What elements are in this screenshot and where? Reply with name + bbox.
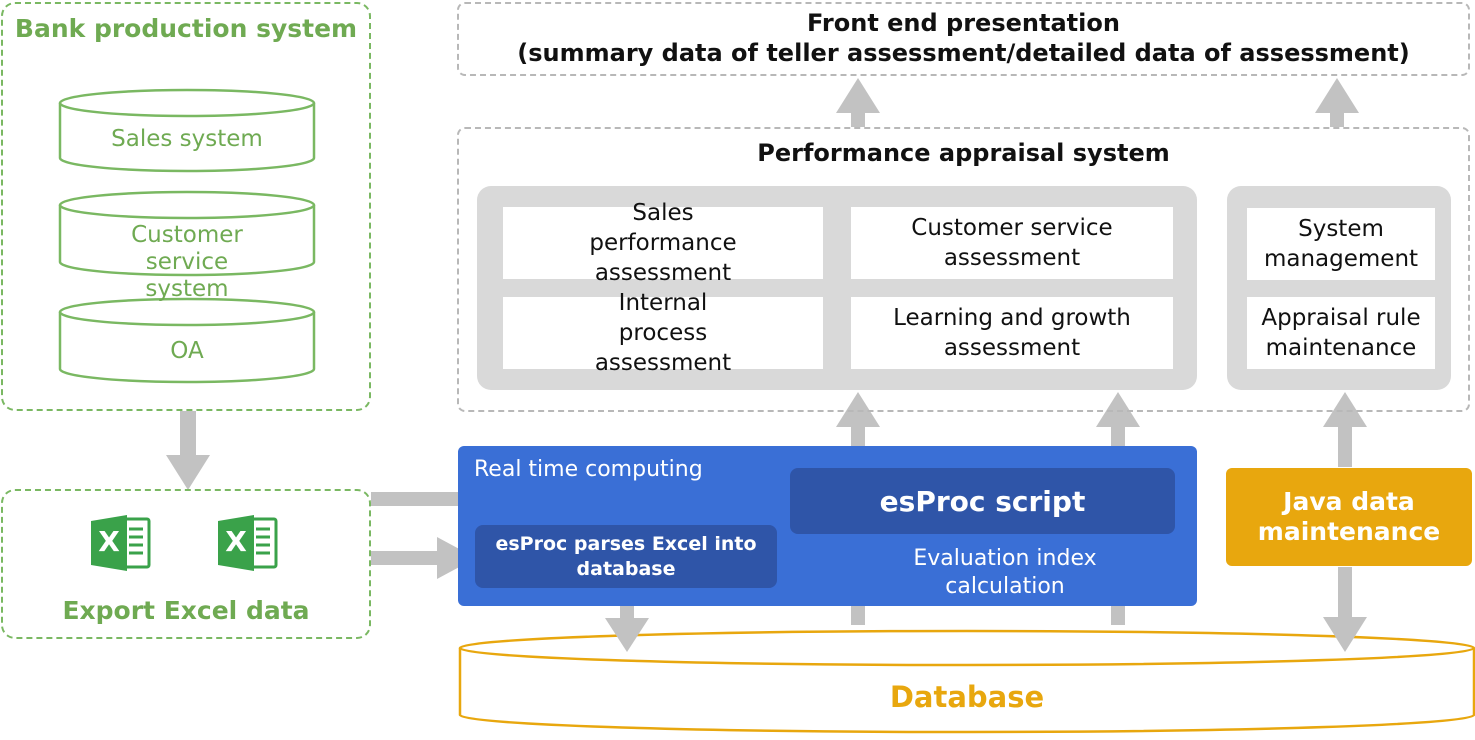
- system-management: System management: [1247, 208, 1435, 280]
- front-end-subtitle: (summary data of teller assessment/detai…: [517, 39, 1410, 67]
- internal-process-assessment: Internal process assessment: [503, 290, 823, 376]
- customer-service-cylinder: [58, 190, 316, 277]
- arrow-parser-to-database: [605, 590, 649, 652]
- arrow-appraisal-to-front-right: [1315, 78, 1359, 127]
- export-excel-box: [1, 489, 371, 639]
- customer-service-system-label: Customer service system: [131, 222, 243, 302]
- oa-label: OA: [170, 338, 204, 364]
- arrow-bank-to-excel: [166, 411, 210, 490]
- esproc-parser-box: esProc parses Excel into database: [475, 525, 777, 588]
- excel-icon-letter: X: [225, 525, 247, 558]
- performance-appraisal-box: [457, 127, 1470, 412]
- appraisal-rule-maintenance: Appraisal rule maintenance: [1247, 297, 1435, 369]
- arrow-appraisal-to-front-left: [836, 78, 880, 127]
- sales-performance-assessment: Sales performance assessment: [503, 200, 823, 286]
- esproc-script-box: esProc script: [790, 468, 1175, 534]
- bank-production-system-title: Bank production system: [14, 14, 358, 43]
- database-cylinder: [458, 629, 1475, 734]
- database-label: Database: [889, 680, 1045, 714]
- oa-cylinder: [58, 297, 316, 384]
- real-time-computing-label: Real time computing: [474, 457, 703, 482]
- bank-production-system-box: [1, 2, 371, 411]
- arrow-excel-to-parser: [371, 537, 476, 579]
- front-end-box: [457, 2, 1470, 76]
- arrow-java-to-database: [1323, 567, 1367, 652]
- sales-system-cylinder: [58, 88, 316, 173]
- export-excel-title: Export Excel data: [62, 596, 310, 625]
- java-data-maintenance-box: Java data maintenance: [1226, 468, 1472, 566]
- performance-appraisal-title: Performance appraisal system: [757, 139, 1170, 167]
- excel-icon: X: [218, 513, 278, 573]
- front-end-title: Front end presentation: [807, 9, 1120, 37]
- excel-icon-letter: X: [98, 525, 120, 558]
- sales-system-label: Sales system: [111, 126, 263, 152]
- learning-growth-assessment: Learning and growth assessment: [851, 297, 1173, 369]
- customer-service-assessment: Customer service assessment: [851, 207, 1173, 279]
- evaluation-index-label: Evaluation index calculation: [913, 546, 1097, 599]
- excel-icon: X: [91, 513, 151, 573]
